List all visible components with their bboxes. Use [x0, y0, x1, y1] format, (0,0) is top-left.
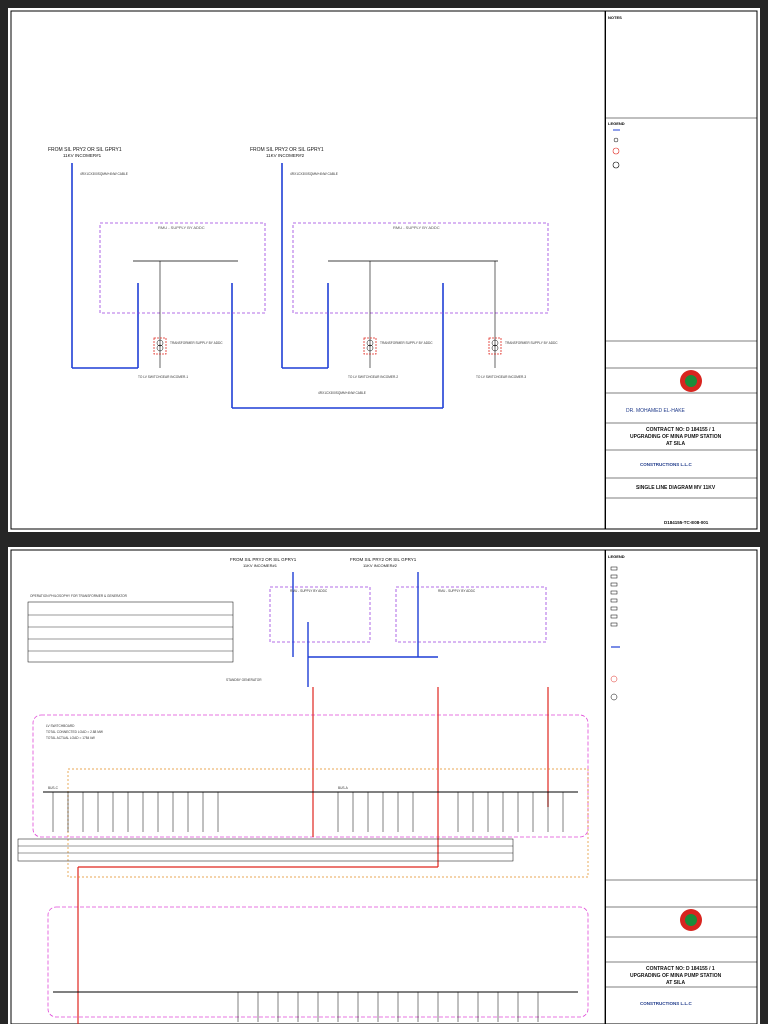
- consultant-name: DR. MOHAMED EL-HAKE: [626, 408, 685, 414]
- notes-heading: NOTES: [608, 15, 622, 20]
- to-lv-incomer-2: TO LV SWITCHGEAR INCOMER-2: [348, 375, 399, 379]
- project-location: AT SILA: [666, 441, 686, 447]
- to-lv-incomer-3: TO LV SWITCHGEAR INCOMER-3: [476, 375, 527, 379]
- lv-switchboard-label: LV SWITCHBOARD: [46, 724, 75, 728]
- rmu-2-label: RMU - SUPPLY BY ADDC: [393, 225, 440, 230]
- incomer-1-sublabel: 11KV INCOMER#1: [63, 153, 102, 158]
- s2-rmu-2-label: RMU - SUPPLY BY ADDC: [438, 589, 476, 593]
- cable-label-3: 4RX1CX300SQMM+4NW CABLE: [318, 391, 366, 395]
- s2-adac-logo-icon: [680, 909, 702, 931]
- title-block-2: LEGEND CONTRACT NO: D 184155 / 1 UPGRADI…: [605, 550, 751, 1024]
- s2-project-location: AT SILA: [666, 980, 686, 986]
- incomer-1-label: FROM SIL PRY2 OR SIL GPRY1: [48, 147, 122, 153]
- op-table-title: OPERATION PHILOSOPHY FOR TRANSFORMER & G…: [30, 594, 127, 598]
- to-lv-incomer-1: TO LV SWITCHGEAR INCOMER-1: [138, 375, 189, 379]
- s2-incomer-1-label: FROM SIL PRY2 OR SIL GPRY1: [230, 557, 297, 562]
- cable-label-1: 4RX1CX300SQMM+4NW CABLE: [80, 172, 128, 176]
- bus-a-label: BUS-A: [338, 786, 348, 790]
- bus-c-label: BUS-C: [48, 786, 58, 790]
- transformer-2-label: TRANSFORMER SUPPLY BY ADDC: [380, 341, 433, 345]
- sheet1-diagram: [10, 10, 758, 530]
- contract-number: CONTRACT NO: D 184155 / 1: [646, 427, 715, 433]
- title-block-1: NOTES LEGEND DR. MOHAMED EL-HAKE CONTRAC…: [605, 11, 751, 529]
- transformer-1-label: TRANSFORMER SUPPLY BY ADDC: [170, 341, 223, 345]
- rmu-1-label: RMU - SUPPLY BY ADDC: [158, 225, 205, 230]
- transformer-3-label: TRANSFORMER SUPPLY BY ADDC: [505, 341, 558, 345]
- s2-incomer-1-sublabel: 11KV INCOMER#1: [243, 563, 277, 568]
- standby-generator-label: STANDBY GENERATOR: [226, 678, 262, 682]
- s2-incomer-2-label: FROM SIL PRY2 OR SIL GPRY1: [350, 557, 417, 562]
- actual-load-label: TOTAL ACTUAL LOAD = 1784 kW: [46, 736, 95, 740]
- legend-heading: LEGEND: [608, 121, 625, 126]
- project-name: UPGRADING OF MINA PUMP STATION: [630, 434, 722, 440]
- s2-legend-heading: LEGEND: [608, 554, 625, 559]
- drawing-sheet-2: FROM SIL PRY2 OR SIL GPRY1 11KV INCOMER#…: [8, 547, 760, 1024]
- cable-label-2: 4RX1CX300SQMM+4NW CABLE: [290, 172, 338, 176]
- adac-logo-icon: [680, 370, 702, 392]
- s2-rmu-1-label: RMU - SUPPLY BY ADDC: [290, 589, 328, 593]
- s2-contract-number: CONTRACT NO: D 184155 / 1: [646, 966, 715, 972]
- incomer-2-sublabel: 11KV INCOMER#2: [266, 153, 305, 158]
- drawing-number: D184155-TC-E08-001: [664, 520, 709, 525]
- total-load-label: TOTAL CONNECTED LOAD = 2.88 MW: [46, 730, 103, 734]
- drawing-title: SINGLE LINE DIAGRAM MV 11KV: [636, 485, 716, 491]
- s2-contractor-name: CONSTRUCTIONS L.L.C: [640, 1001, 692, 1006]
- s2-project-name: UPGRADING OF MINA PUMP STATION: [630, 973, 722, 979]
- sheet2-diagram: [10, 549, 758, 1024]
- drawing-sheet-1: FROM SIL PRY2 OR SIL GPRY1 11KV INCOMER#…: [8, 8, 760, 532]
- s2-incomer-2-sublabel: 11KV INCOMER#2: [363, 563, 397, 568]
- incomer-2-label: FROM SIL PRY2 OR SIL GPRY1: [250, 147, 324, 153]
- contractor-name: CONSTRUCTIONS L.L.C: [640, 462, 692, 467]
